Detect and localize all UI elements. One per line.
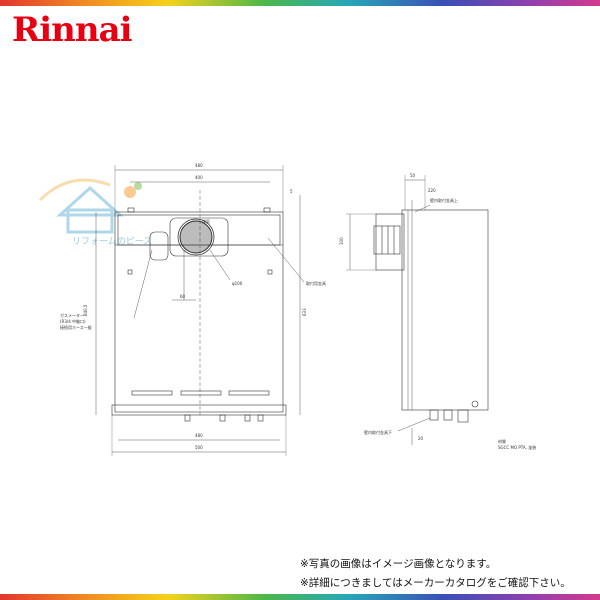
side-exhaust-pipe [373,225,401,255]
side-knob [471,400,479,408]
front-slot-1 [131,390,173,396]
side-label-top-right: 壁内取付金具上 [430,197,458,203]
side-fitting-1 [429,409,439,421]
label-gas-1: ガスメーター [60,312,84,318]
dim-bottom-inner: 480 [195,433,203,438]
fitting-1 [184,414,191,422]
label-gas-3: 接続用ホース一般 [60,324,92,330]
side-dim-top: 50 [410,173,416,178]
dim-left-height: 840.5 [83,304,88,316]
fitting-4 [257,414,264,422]
dim-bottom-outer: 500 [195,445,203,450]
dim-right-height: 633 [302,308,307,316]
front-unit-outline [114,211,284,413]
front-view [95,165,305,456]
side-fitting-3 [457,409,469,423]
watermark-logo [38,178,142,234]
exhaust-housing [169,217,229,257]
side-dim-left: 100 [339,237,344,245]
side-view [346,175,489,445]
front-base [111,404,287,416]
label-gas-2: (R3/4 中継口) [60,318,86,324]
side-dim-depth: 220 [428,188,436,193]
front-slot-3 [228,390,270,396]
side-fitting-2 [443,409,453,421]
side-label-bottom-left: 壁内取付金具下 [364,429,392,435]
dim-right-top: 5 [290,189,293,194]
side-dim-bottom: 20 [418,436,424,441]
dim-top-outer: 480 [195,163,203,168]
fitting-2 [219,414,226,422]
fitting-3 [244,414,251,422]
note-catalog: ※詳細につきましてはメーカーカタログをご確認下さい。 [300,577,571,589]
exhaust-grill [179,220,213,254]
label-vent: 排気 [202,218,210,224]
rainbow-top-bar [0,0,600,6]
dim-top-inner: 400 [195,175,203,180]
note-image: ※写真の画像はイメージ画像となります。 [300,558,497,570]
side-label-material-1: 材質 [498,438,506,444]
watermark-text: リフォームのピース [72,236,152,247]
rinnai-logo: Rinnai [12,10,133,50]
side-mount-panel [375,213,405,271]
dim-small-left: 60 [180,294,186,299]
dim-pipe: φ100 [232,281,243,286]
label-mount: 取付用金具 [306,280,326,286]
rainbow-bottom-bar [0,594,600,600]
front-slot-2 [180,390,222,396]
gas-connection [149,231,169,261]
side-unit-body [401,209,489,411]
side-label-material-2: SGCC MO PTA, 塗装 [498,444,536,450]
